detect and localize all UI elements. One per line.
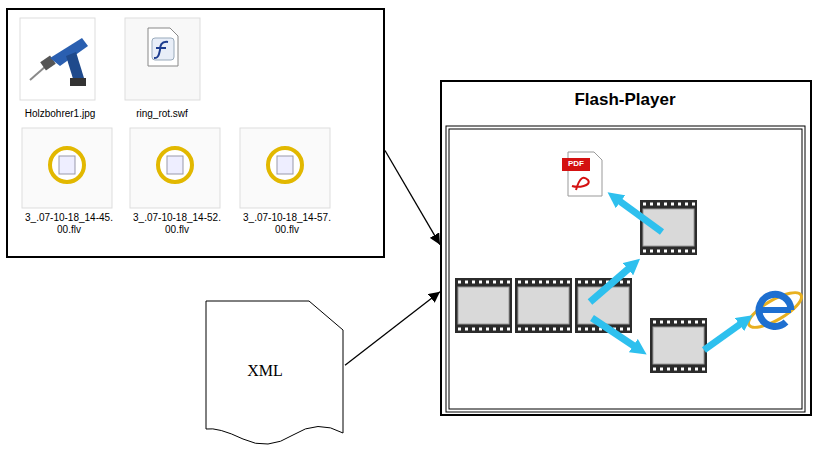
flow-arrow — [592, 318, 640, 350]
file-name: ring_rot.swf — [117, 108, 207, 120]
thumbnail-frame — [125, 18, 200, 100]
player-frame — [449, 129, 802, 409]
file-name: 3_.07-10-18_14-57.00.flv — [243, 212, 331, 236]
flv-thumbnails — [22, 128, 330, 208]
icon-label: PDF — [563, 158, 589, 170]
document-page — [148, 28, 178, 66]
flash-glyph — [154, 42, 168, 58]
box-title: Flash-Player — [442, 90, 808, 110]
ie-orbit — [744, 286, 806, 333]
connector-arrow — [385, 151, 440, 245]
xml-document: XML — [205, 300, 345, 445]
player-frame — [446, 126, 805, 412]
film-frame — [640, 200, 697, 255]
acrobat-swirl — [572, 178, 589, 190]
player-box: Flash-Player — [440, 80, 812, 416]
ie-letter — [759, 294, 791, 326]
file-name: 3_.07-10-18_14-45.00.flv — [25, 212, 113, 236]
flash-badge — [152, 38, 174, 60]
film-frame — [650, 318, 707, 373]
thumbnail-frame — [22, 128, 112, 208]
pdf-icon — [562, 152, 602, 196]
thumbnail-frame — [240, 128, 330, 208]
flv-icon — [59, 156, 75, 174]
flow-arrow — [614, 197, 662, 232]
drill-battery — [70, 78, 86, 86]
flv-icon — [277, 156, 293, 174]
flv-icon — [50, 148, 84, 182]
flv-icon — [268, 148, 302, 182]
flv-icon — [167, 156, 183, 174]
document-label: XML — [205, 362, 325, 380]
flow-arrow — [590, 264, 634, 302]
flow-arrow — [704, 320, 746, 350]
swf-thumbnail — [125, 18, 200, 100]
drill-bit — [30, 66, 46, 80]
pdf-band — [562, 158, 590, 171]
file-name: 3_.07-10-18_14-52.00.flv — [133, 212, 221, 236]
file-group-box: Holzbohrer1.jpg ring_rot.swf 3_.07-10-18_1… — [6, 8, 385, 258]
connector-arrow — [345, 292, 440, 366]
film-frame — [515, 278, 572, 333]
flash-glyph — [156, 47, 166, 49]
drill-handle — [66, 52, 84, 82]
drill-thumbnail — [20, 18, 95, 100]
thumbnail-frame — [20, 18, 95, 100]
thumbnail-frame — [130, 128, 220, 208]
file-name: Holzbohrer1.jpg — [15, 108, 105, 120]
ie-letter — [759, 307, 791, 313]
film-frame — [455, 278, 512, 333]
ie-icon — [744, 286, 806, 333]
flv-icon — [158, 148, 192, 182]
document-outline — [206, 301, 343, 444]
